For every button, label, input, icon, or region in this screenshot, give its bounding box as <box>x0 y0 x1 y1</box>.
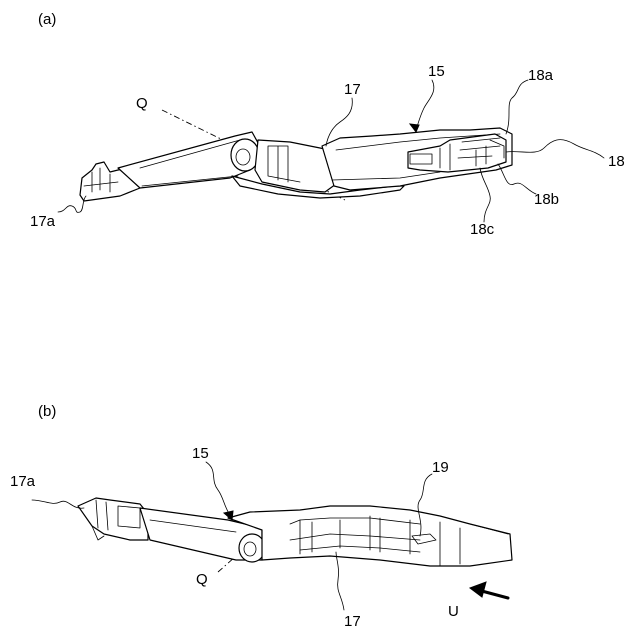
figure-a-leader-15 <box>416 80 434 130</box>
figure-b-direction-arrowhead <box>470 582 486 597</box>
figure-b-label-u: U <box>448 603 459 620</box>
figure-a-leader-18b <box>498 164 536 194</box>
figure-a-label-15: 15 <box>428 63 445 80</box>
figure-a-label-18: 18 <box>608 153 625 170</box>
figure-a-label-18a: 18a <box>528 67 554 84</box>
figure-a-leader-18 <box>506 140 604 158</box>
figure-a-label-q: Q <box>136 95 148 112</box>
figure-b-label-17a: 17a <box>10 473 36 490</box>
figure-b-leader-17 <box>336 552 344 610</box>
figure-b-leader-15 <box>206 462 232 518</box>
figure-a-arm-body <box>80 128 512 201</box>
figure-a-label-17a: 17a <box>30 213 56 230</box>
figure-b-label-q: Q <box>196 571 208 588</box>
figure-a-leader-18c <box>480 168 490 222</box>
figure-a-label-18b: 18b <box>534 191 559 208</box>
figure-b-label-15: 15 <box>192 445 209 462</box>
figure-b-leader-17a <box>32 500 84 508</box>
figure-a-panel-label: (a) <box>38 11 56 28</box>
figure-a: (a) <box>30 11 625 238</box>
figure-b-arm-body <box>78 498 512 566</box>
figure-a-leader-18a <box>506 80 528 134</box>
figure-b-label-19: 19 <box>432 459 449 476</box>
figure-b-label-17: 17 <box>344 613 361 630</box>
figure-a-arrowhead-15 <box>410 124 419 132</box>
figure-a-label-18c: 18c <box>470 221 495 238</box>
figure-b-panel-label: (b) <box>38 403 56 420</box>
figure-a-label-17: 17 <box>344 81 361 98</box>
figure-b: (b) <box>10 403 512 630</box>
